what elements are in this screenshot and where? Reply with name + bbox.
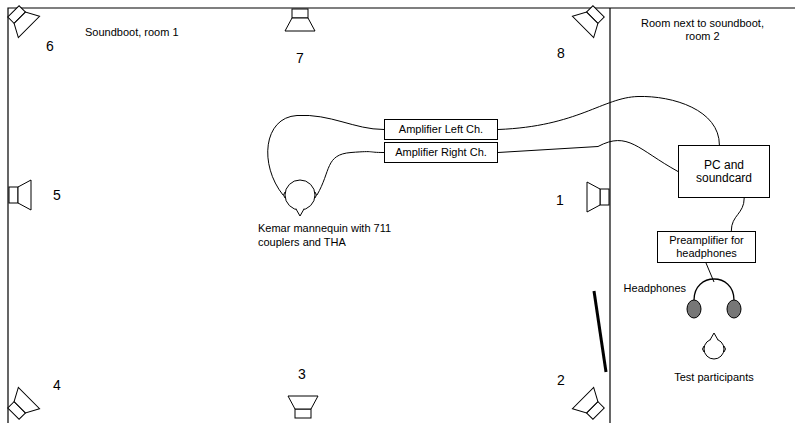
node-label: Amplifier Left Ch. xyxy=(399,123,483,136)
loudspeaker xyxy=(9,180,31,210)
mannequin-head: Kemar mannequin with 711 couplers and TH… xyxy=(282,177,318,213)
headphone-band xyxy=(694,279,734,300)
loudspeaker xyxy=(285,9,315,31)
headphone-cup xyxy=(687,300,701,318)
speaker-number: 1 xyxy=(556,192,564,208)
cable xyxy=(317,152,384,195)
partition-wall xyxy=(609,8,610,423)
door xyxy=(594,291,606,372)
headphone-cup xyxy=(727,300,741,318)
room-label: Soundboot, room 1 xyxy=(85,26,179,39)
room-walls xyxy=(8,8,795,423)
cable xyxy=(268,115,384,195)
loudspeaker xyxy=(3,1,40,38)
preamp-box: Preamplifier for headphones xyxy=(657,231,756,263)
node-label: Amplifier Right Ch. xyxy=(395,146,487,159)
loudspeaker xyxy=(587,182,609,212)
amplifier-box: Amplifier Right Ch. xyxy=(384,142,498,163)
cable xyxy=(498,96,719,145)
participant-head: Test participants xyxy=(701,336,727,362)
speaker-number: 4 xyxy=(53,377,61,393)
loudspeaker xyxy=(3,387,40,423)
pc-box: PC and soundcard xyxy=(678,145,770,198)
speaker-number: 3 xyxy=(298,366,306,382)
loudspeaker xyxy=(288,396,318,418)
head-outline xyxy=(701,336,727,362)
cable xyxy=(731,198,744,231)
head-outline xyxy=(282,177,318,213)
amplifier-box: Amplifier Left Ch. xyxy=(384,119,498,140)
node-label: Kemar mannequin with 711 couplers and TH… xyxy=(258,221,408,249)
speaker-number: 6 xyxy=(46,38,54,54)
speaker-number: 2 xyxy=(557,372,565,388)
node-label: Preamplifier for headphones xyxy=(662,234,751,260)
node-label: Test participants xyxy=(674,370,754,384)
room-label: Room next to soundboot, room 2 xyxy=(640,17,765,42)
cable xyxy=(498,141,678,172)
speaker-number: 8 xyxy=(557,45,565,61)
loudspeaker xyxy=(572,1,609,38)
speaker-number: 5 xyxy=(53,187,61,203)
node-label: PC and soundcard xyxy=(683,159,765,185)
room-label: Headphones xyxy=(620,282,686,295)
loudspeaker xyxy=(572,387,609,423)
speaker-number: 7 xyxy=(296,50,304,66)
